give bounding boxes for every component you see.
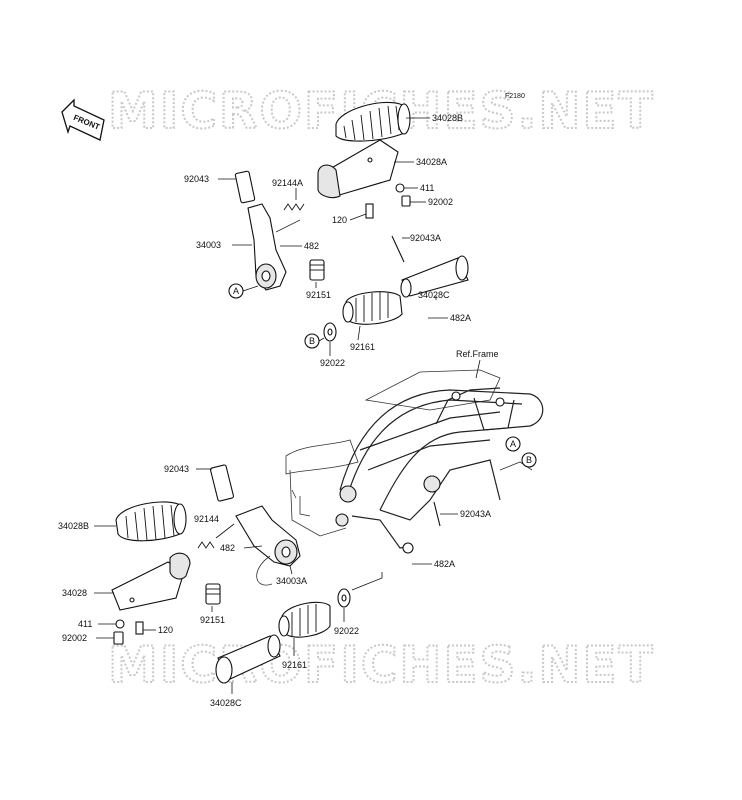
tube-34028c-bottom bbox=[215, 634, 281, 684]
rubber-92161-bottom bbox=[278, 601, 331, 638]
callout-a-top-text: A bbox=[233, 286, 239, 296]
label-92161-bottom: 92161 bbox=[282, 660, 307, 670]
label-92022-top: 92022 bbox=[320, 358, 345, 368]
footpeg-34028a bbox=[317, 139, 399, 199]
label-120-bottom: 120 bbox=[158, 625, 173, 635]
label-92144-bottom: 92144 bbox=[194, 514, 219, 524]
callout-a-right-text: A bbox=[510, 439, 516, 449]
pin-92043a-bottom bbox=[433, 501, 441, 527]
watermark-bottom: MICROFICHES.NET bbox=[108, 636, 655, 694]
label-34028b-bottom: 34028B bbox=[58, 521, 89, 531]
footpeg-rubber-34028b-top bbox=[335, 101, 411, 142]
label-92002-bottom: 92002 bbox=[62, 633, 87, 643]
bolt-92151-bottom bbox=[205, 583, 221, 605]
callout-a-right bbox=[505, 436, 521, 452]
label-92043a-top: 92043A bbox=[410, 233, 441, 243]
tube-34028c-top bbox=[400, 255, 469, 298]
label-34028c-bottom: 34028C bbox=[210, 698, 242, 708]
label-482a-top: 482A bbox=[450, 313, 471, 323]
spring-92144-bottom bbox=[197, 541, 215, 549]
bolt-92002-top bbox=[401, 195, 411, 207]
bolt-92002-bottom bbox=[113, 631, 124, 645]
callout-b-right-text: B bbox=[526, 455, 532, 465]
label-34028-bottom: 34028 bbox=[62, 588, 87, 598]
label-92151-top: 92151 bbox=[306, 290, 331, 300]
callout-b-top-text: B bbox=[309, 336, 315, 346]
label-482a-bottom: 482A bbox=[434, 559, 455, 569]
footpeg-34028 bbox=[111, 552, 191, 611]
label-34028a: 34028A bbox=[416, 157, 447, 167]
label-120-top: 120 bbox=[332, 215, 347, 225]
figure-code: F2180 bbox=[505, 93, 525, 100]
bolt-120-top bbox=[365, 203, 374, 219]
label-34028b-top: 34028B bbox=[432, 113, 463, 123]
pin-92043-bottom bbox=[209, 464, 235, 502]
label-482-top: 482 bbox=[304, 241, 319, 251]
label-34003a: 34003A bbox=[276, 576, 307, 586]
label-411-top: 411 bbox=[420, 183, 434, 193]
frame-assembly bbox=[285, 369, 544, 554]
front-arrow-icon: FRONT bbox=[61, 98, 105, 141]
ref-frame-label: Ref.Frame bbox=[456, 349, 499, 359]
label-92043-top: 92043 bbox=[184, 174, 209, 184]
bolt-120-bottom bbox=[135, 621, 144, 635]
footpeg-rubber-34028b-bottom bbox=[115, 501, 187, 542]
label-411-bottom: 411 bbox=[78, 619, 92, 629]
washer-411-bottom bbox=[115, 619, 125, 629]
label-482-bottom: 482 bbox=[220, 543, 235, 553]
label-92151-bottom: 92151 bbox=[200, 615, 225, 625]
pin-92043a-top bbox=[391, 235, 405, 263]
label-92022-bottom: 92022 bbox=[334, 626, 359, 636]
label-92002-top: 92002 bbox=[428, 197, 453, 207]
bracket-34003 bbox=[247, 203, 301, 291]
spring-92144a-top bbox=[283, 203, 305, 211]
pin-92043-top bbox=[234, 170, 256, 204]
label-92043-bottom: 92043 bbox=[164, 464, 189, 474]
bolt-92151-top bbox=[309, 259, 325, 281]
label-92144a-top: 92144A bbox=[272, 178, 303, 188]
label-92161-top: 92161 bbox=[350, 342, 375, 352]
rubber-92161-top bbox=[342, 291, 403, 325]
callout-b-right bbox=[521, 452, 537, 468]
bracket-34003a bbox=[235, 505, 301, 586]
label-34028c-top: 34028C bbox=[418, 290, 450, 300]
label-34003: 34003 bbox=[196, 240, 221, 250]
label-92043a-bottom: 92043A bbox=[460, 509, 491, 519]
washer-411-top bbox=[395, 183, 405, 193]
